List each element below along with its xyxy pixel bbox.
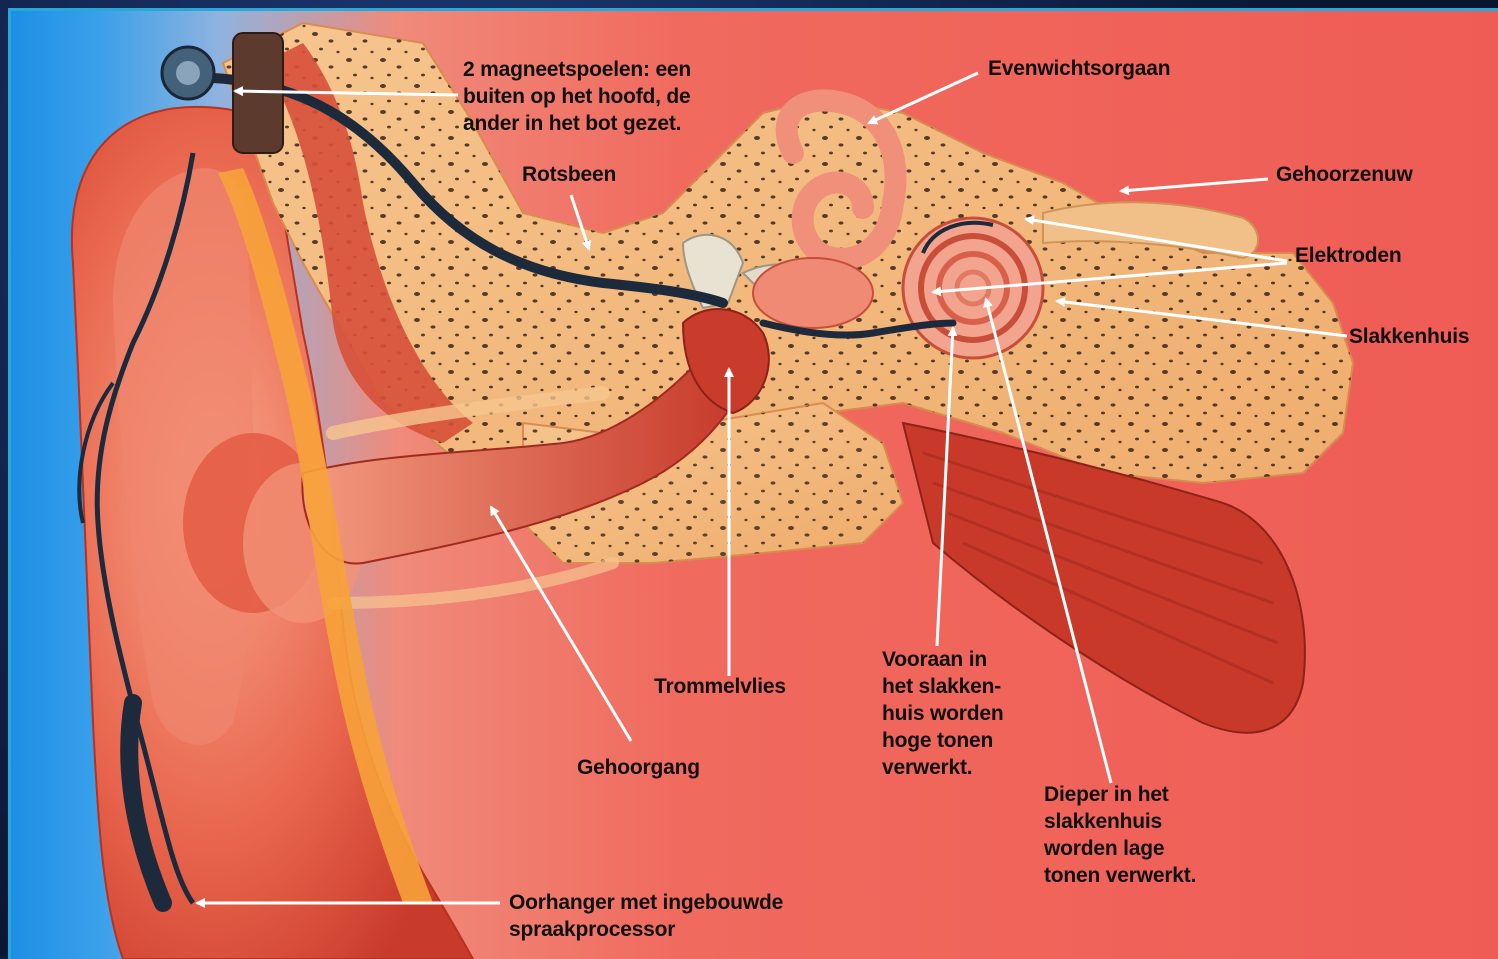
label-slakkenhuis: Slakkenhuis (1349, 323, 1469, 350)
label-magneetspoelen: 2 magneetspoelen: een buiten op het hoof… (463, 56, 691, 137)
label-trommelvlies: Trommelvlies (654, 673, 786, 700)
label-rotsbeen: Rotsbeen (522, 161, 616, 188)
label-evenwichtsorgaan: Evenwichtsorgaan (988, 55, 1170, 82)
label-gehoorgang: Gehoorgang (577, 754, 700, 781)
label-dieper: Dieper in het slakkenhuis worden lage to… (1044, 781, 1196, 889)
ear-anatomy-illustration (11, 11, 1498, 959)
label-oorhanger: Oorhanger met ingebouwde spraakprocessor (509, 889, 783, 943)
label-vooraan: Vooraan in het slakken- huis worden hoge… (882, 646, 1003, 781)
arrow-evenwichtsorgaan (869, 73, 978, 123)
arrow-gehoorzenuw (1121, 179, 1268, 191)
label-gehoorzenuw: Gehoorzenuw (1276, 161, 1413, 188)
label-elektroden: Elektroden (1295, 242, 1402, 269)
ear-illustration-panel (8, 8, 1498, 959)
